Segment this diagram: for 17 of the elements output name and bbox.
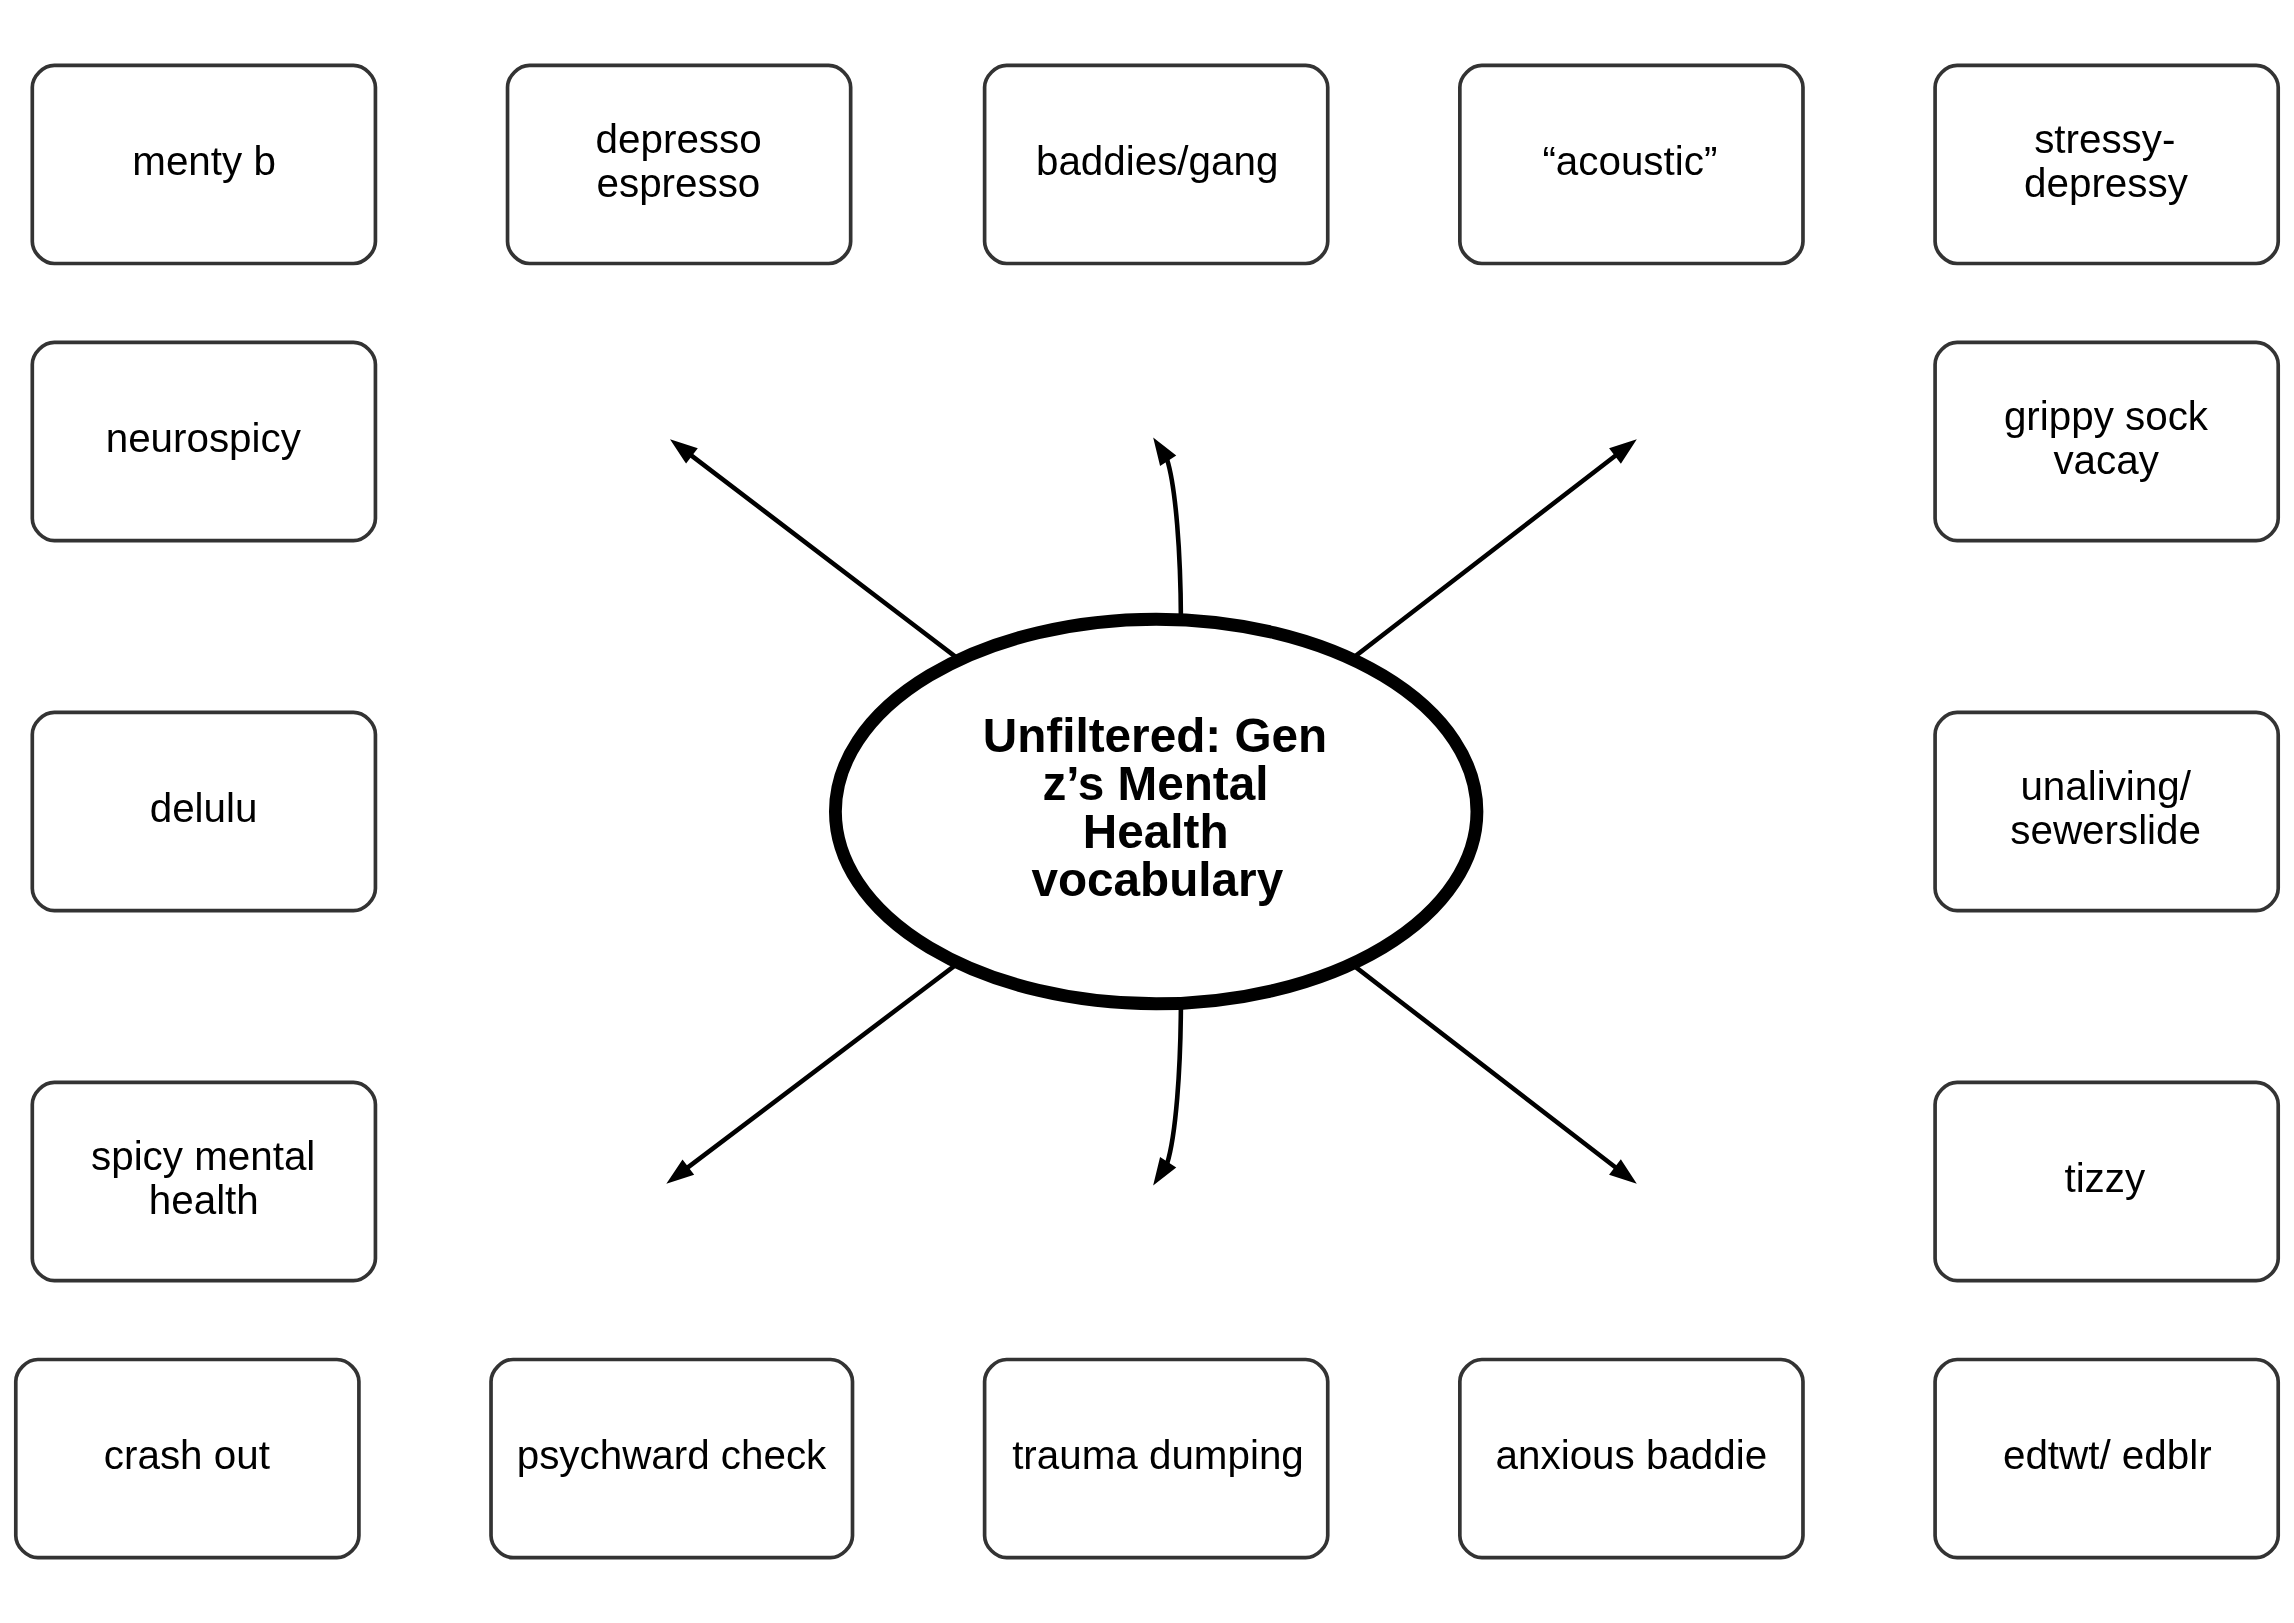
node-box: crash out <box>13 1357 361 1560</box>
node-box: psychward check <box>489 1357 855 1560</box>
node-box: trauma dumping <box>982 1357 1330 1560</box>
node-box: delulu <box>30 710 378 913</box>
node-box: spicy mental health <box>30 1080 378 1283</box>
node-box: “acoustic” <box>1458 63 1805 266</box>
node-box: anxious baddie <box>1458 1357 1805 1560</box>
node-box: baddies/gang <box>982 63 1330 266</box>
node-box: stressy-depressy <box>1933 63 2281 266</box>
node-box: depresso espresso <box>505 63 853 266</box>
node-box: edtwt/ edblr <box>1933 1357 2281 1560</box>
node-box: grippy sock vacay <box>1933 340 2281 543</box>
node-box: menty b <box>30 63 378 266</box>
node-ellipse: Unfiltered: Gen z’s Mental Health vocabulary <box>829 612 1484 1011</box>
node-box: unaliving/ sewerslide <box>1933 710 2281 913</box>
node-box: neurospicy <box>30 340 378 543</box>
node-box: tizzy <box>1933 1080 2281 1283</box>
